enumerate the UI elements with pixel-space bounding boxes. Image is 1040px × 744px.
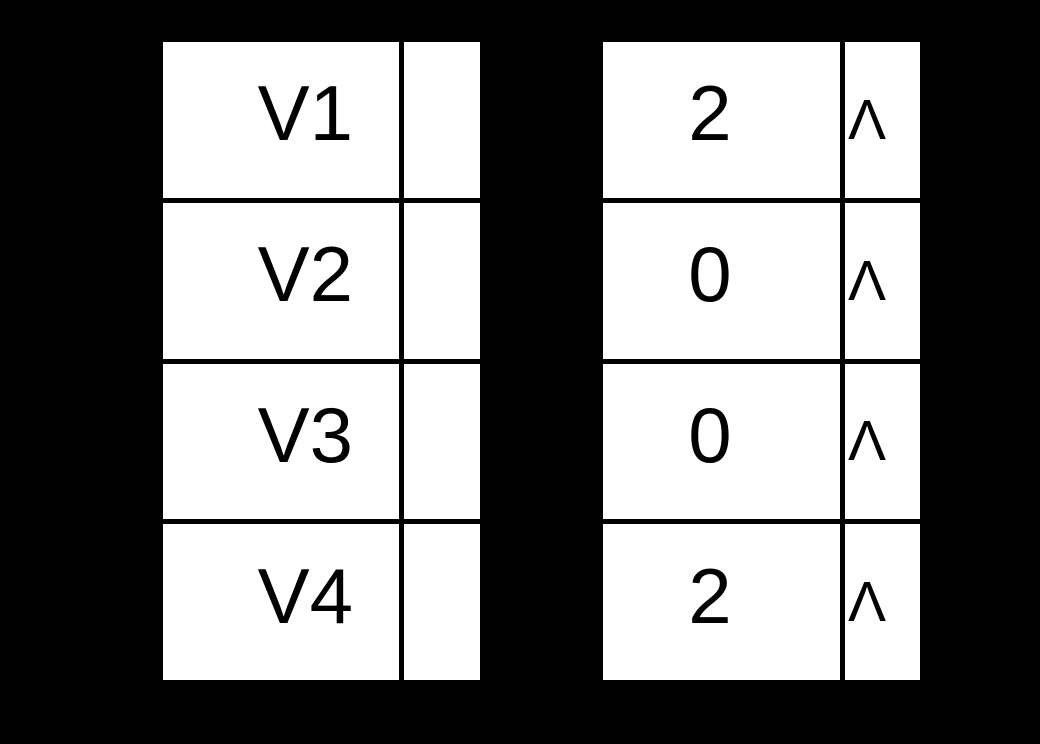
caret-up-icon: Λ xyxy=(848,409,887,474)
table-row: 0 Λ xyxy=(603,202,920,359)
table-row: V1 xyxy=(163,42,480,198)
increment-button[interactable]: Λ xyxy=(845,42,920,198)
table-row: 2 Λ xyxy=(603,42,920,198)
table-row: V3 xyxy=(163,363,480,520)
value-cell[interactable]: 2 xyxy=(603,524,840,680)
increment-button[interactable]: Λ xyxy=(845,363,920,520)
indicator-cell xyxy=(404,202,480,359)
caret-up-icon: Λ xyxy=(848,87,887,152)
increment-button[interactable]: Λ xyxy=(845,202,920,359)
value-cell[interactable]: 0 xyxy=(603,202,840,359)
increment-button[interactable]: Λ xyxy=(845,524,920,680)
values-table: 2 Λ 0 Λ 0 Λ 2 Λ xyxy=(603,42,920,680)
value-label: 0 xyxy=(688,230,732,319)
table-row: V2 xyxy=(163,202,480,359)
variable-name-label: V1 xyxy=(257,69,353,158)
variable-name-cell: V2 xyxy=(163,202,399,359)
variables-table: V1 V2 V3 V4 xyxy=(163,42,480,680)
value-label: 2 xyxy=(688,69,732,158)
variable-name-cell: V3 xyxy=(163,363,399,520)
value-cell[interactable]: 0 xyxy=(603,363,840,520)
value-cell[interactable]: 2 xyxy=(603,42,840,198)
variable-name-label: V3 xyxy=(257,390,353,479)
variable-name-label: V2 xyxy=(257,230,353,319)
variable-name-label: V4 xyxy=(257,551,353,640)
value-label: 2 xyxy=(688,551,732,640)
value-label: 0 xyxy=(688,390,732,479)
table-row: V4 xyxy=(163,524,480,680)
table-row: 2 Λ xyxy=(603,524,920,680)
indicator-cell xyxy=(404,363,480,520)
table-row: 0 Λ xyxy=(603,363,920,520)
variable-name-cell: V4 xyxy=(163,524,399,680)
indicator-cell xyxy=(404,42,480,198)
caret-up-icon: Λ xyxy=(848,248,887,313)
indicator-cell xyxy=(404,524,480,680)
caret-up-icon: Λ xyxy=(848,570,887,635)
variable-name-cell: V1 xyxy=(163,42,399,198)
